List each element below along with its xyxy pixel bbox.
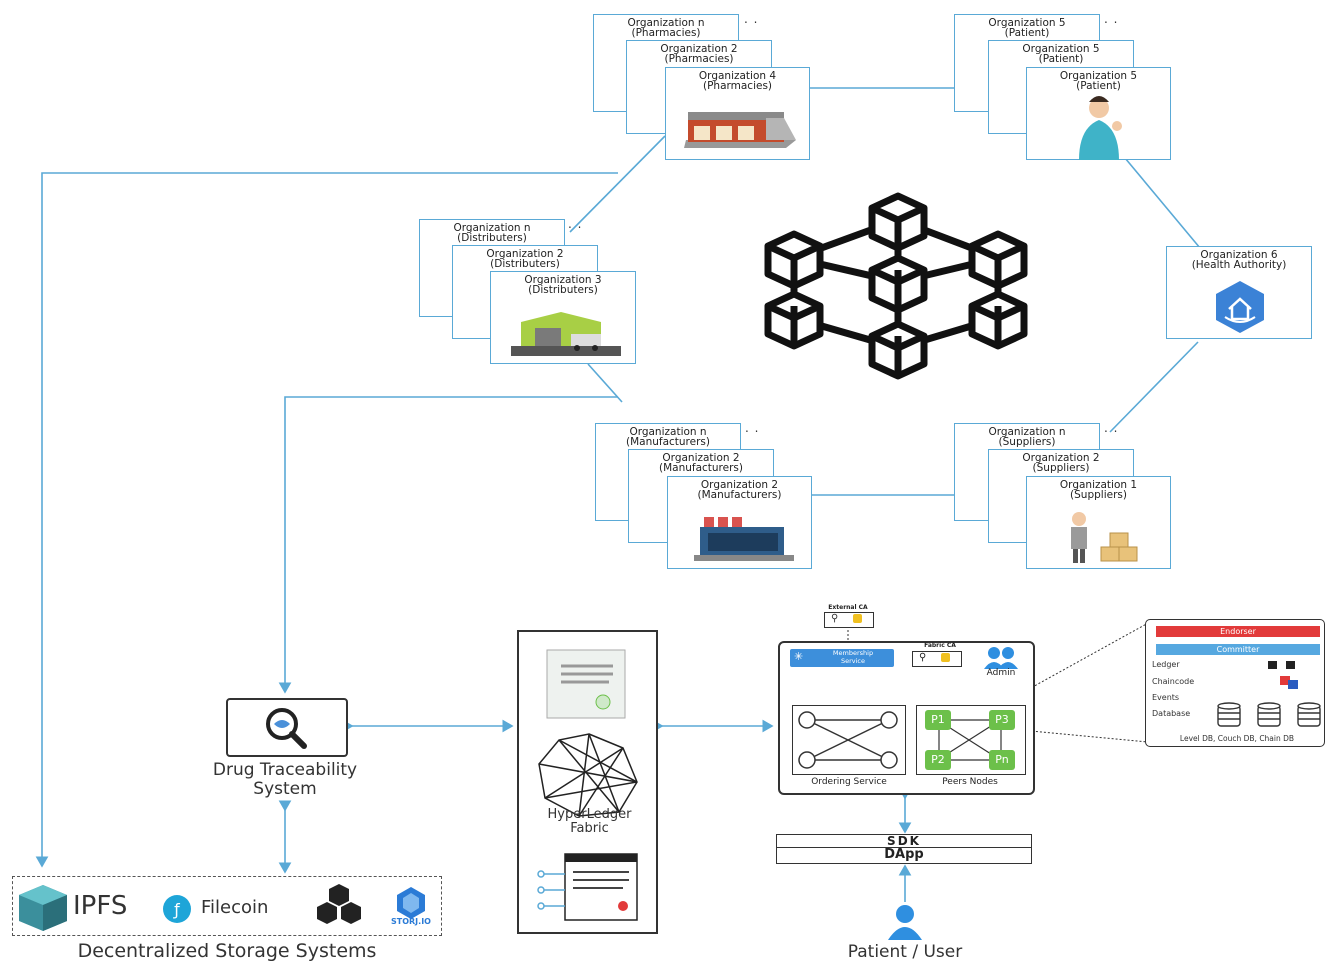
blockchain-network-icon (764, 192, 1028, 380)
org-title: Organization 5 (Patient) (1059, 70, 1138, 92)
peer-nodes-box: P1 P3 P2 Pn (916, 705, 1026, 775)
document-certificate-icon (546, 649, 626, 719)
peer-node-p2[interactable]: P2 (925, 750, 951, 770)
org-title: Organization 5 (Patient) (988, 17, 1066, 39)
supplier-boxes-icon (1071, 512, 1138, 563)
more-dots: . . (1104, 12, 1119, 26)
patient-person-icon (1079, 96, 1122, 160)
org-card-suppliers-1: Organization 1 (Suppliers) (1026, 476, 1171, 569)
ledger-label: Ledger (1152, 660, 1180, 669)
patient-user-label: Patient / User (847, 942, 963, 962)
hyperledger-label: HyperLedger Fabric (547, 807, 632, 836)
lock-icon (853, 614, 862, 623)
peer-node-pn[interactable]: Pn (989, 750, 1015, 770)
storj-label: STORJ.IO (391, 917, 431, 926)
user-icon (888, 905, 922, 940)
ordering-service-label: Ordering Service (811, 777, 887, 787)
org-title: Organization 5 (Patient) (1022, 43, 1100, 65)
org-title: Organization n (Distributers) (453, 222, 531, 244)
magnifier-icon (266, 708, 307, 749)
dapp-bar[interactable]: DApp (776, 847, 1032, 864)
external-ca-label: External CA (828, 604, 868, 611)
org-title: Organization n (Pharmacies) (627, 17, 705, 39)
org-title: Organization n (Suppliers) (988, 426, 1066, 448)
admin-label: Admin (986, 668, 1016, 678)
filecoin-label: Filecoin (201, 897, 269, 918)
warehouse-truck-icon (511, 312, 621, 356)
org-title: Organization 4 (Pharmacies) (698, 70, 777, 92)
health-authority-icon (1216, 281, 1264, 333)
lock-icon (941, 653, 950, 662)
ledger-icon (1268, 661, 1277, 669)
drug-traceability-label: Drug Traceability System (212, 760, 358, 799)
chaincode-icon (1288, 680, 1298, 689)
org-title: Organization 2 (Suppliers) (1022, 452, 1100, 474)
drug-traceability-box[interactable] (226, 698, 348, 757)
ipfs-icon (19, 885, 67, 931)
org-card-health-authority: Organization 6 (Health Authority) (1166, 246, 1312, 339)
database-icons (1217, 702, 1321, 727)
org-title: Organization n (Manufacturers) (625, 426, 710, 448)
peer-links-icon (938, 719, 1002, 761)
admin-users-icon (984, 647, 1018, 669)
database-label: Database (1152, 709, 1191, 718)
ipfs-label: IPFS (73, 891, 128, 921)
sdk-bar[interactable]: SDK (776, 834, 1032, 848)
fabric-ca-box: ⚲ (912, 651, 962, 667)
more-dots: . . (1104, 421, 1119, 435)
chaincode-label: Chaincode (1152, 677, 1195, 686)
more-dots: . . (744, 12, 759, 26)
hyperledger-panel: HyperLedger Fabric (517, 630, 658, 934)
membership-service-box: ✳ Membership Service (790, 649, 894, 667)
org-title: Organization 2 (Manufacturers) (697, 479, 782, 501)
more-dots: . . (568, 217, 583, 231)
network-mesh-icon (538, 733, 638, 817)
swarm-cubes-icon (317, 884, 361, 924)
org-title: Organization 3 (Distributers) (524, 274, 602, 296)
org-card-manufacturers-main: Organization 2 (Manufacturers) (667, 476, 812, 569)
network-node-icon: ✳ (794, 650, 804, 663)
storage-caption: Decentralized Storage Systems (77, 940, 377, 962)
storj-icon (397, 887, 425, 919)
org-card-pharmacies-4: Organization 4 (Pharmacies) (665, 67, 810, 160)
filecoin-icon: ƒ (163, 895, 191, 923)
org-card-patient-5: Organization 5 (Patient) (1026, 67, 1171, 160)
org-title: Organization 2 (Pharmacies) (660, 43, 738, 65)
org-title: Organization 2 (Manufacturers) (658, 452, 743, 474)
org-title: Organization 1 (Suppliers) (1059, 479, 1138, 501)
membership-service-label: Membership Service (832, 649, 874, 665)
smart-contract-icon (537, 853, 638, 921)
fabric-network-box: ✳ Membership Service Fabric CA ⚲ Admin O… (778, 641, 1035, 795)
ledger-icon (1286, 661, 1295, 669)
org-title: Organization 6 (Health Authority) (1191, 249, 1287, 271)
org-title: Organization 2 (Distributers) (486, 248, 564, 270)
peer-node-p1[interactable]: P1 (925, 710, 951, 730)
ordering-nodes-icon (798, 711, 898, 769)
storage-box: IPFS ƒ Filecoin STORJ.IO (12, 876, 442, 936)
db-caption: Level DB, Couch DB, Chain DB (1179, 734, 1295, 743)
endorser-bar: Endorser (1156, 626, 1320, 637)
pharmacy-building-icon (684, 112, 796, 148)
committer-bar: Committer (1156, 644, 1320, 655)
key-icon: ⚲ (831, 613, 839, 624)
events-label: Events (1152, 693, 1180, 702)
factory-icon (694, 517, 794, 561)
more-dots: . . (745, 421, 760, 435)
chaincode-icon (1280, 676, 1290, 685)
peer-node-p3[interactable]: P3 (989, 710, 1015, 730)
key-icon: ⚲ (919, 652, 927, 663)
org-card-distributers-3: Organization 3 (Distributers) (490, 271, 636, 364)
peer-nodes-label: Peers Nodes (942, 777, 998, 787)
peer-detail-panel: Endorser Committer Ledger Chaincode Even… (1145, 619, 1325, 747)
svg-text:ƒ: ƒ (172, 900, 180, 919)
ordering-service-box (792, 705, 906, 775)
external-ca-box: ⚲ (824, 612, 874, 628)
fabric-ca-label: Fabric CA (924, 642, 956, 649)
